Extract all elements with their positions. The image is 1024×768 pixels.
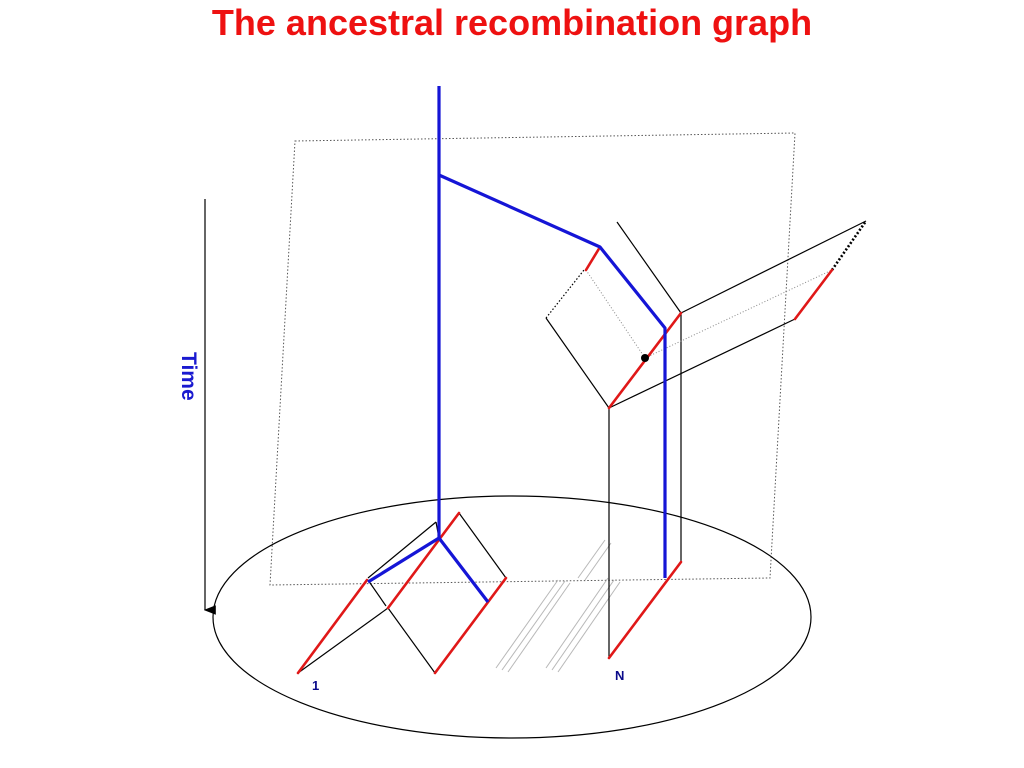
recombination-point [641, 354, 649, 362]
time-axis-label: Time [177, 352, 200, 401]
faint-sample-lines [495, 539, 621, 673]
dotted-connectors [545, 220, 868, 359]
sample-ellipse [212, 495, 812, 739]
ancestral-segments [296, 245, 834, 675]
leaf-label-last: N [615, 668, 625, 683]
blue-lineage [367, 86, 667, 603]
background-plane [269, 132, 796, 586]
page-title: The ancestral recombination graph [211, 2, 813, 43]
leaf-label-first: 1 [312, 678, 320, 693]
lineage-outlines [297, 220, 867, 674]
